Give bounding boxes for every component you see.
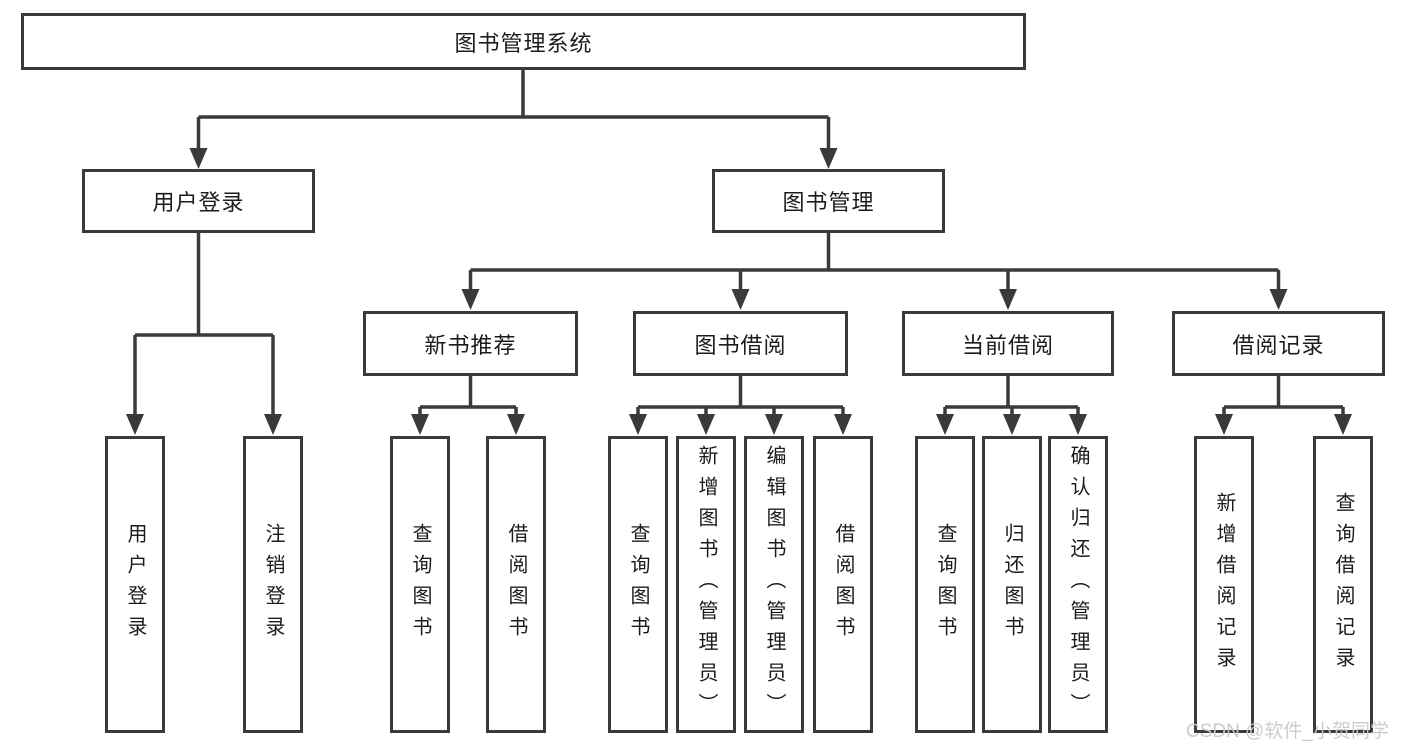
node-label: 编辑图书（管理员）: [763, 445, 785, 724]
node-borrowing-records: 借阅记录: [1172, 311, 1385, 376]
node-label: 借阅记录: [1232, 332, 1325, 358]
connector-user-login-children: [126, 233, 282, 435]
leaf-return-books: 归还图书: [982, 436, 1042, 733]
node-book-borrowing: 图书借阅: [633, 311, 848, 376]
leaf-edit-books-admin: 编辑图书（管理员）: [744, 436, 804, 733]
csdn-watermark: CSDN @软件_小贺同学: [1186, 721, 1389, 742]
node-current-borrowing: 当前借阅: [902, 311, 1114, 376]
connector-root-to-level2: [189, 70, 838, 169]
leaf-borrow-books-recommend: 借阅图书: [486, 436, 546, 733]
node-label: 查询图书: [934, 522, 956, 647]
node-label: 当前借阅: [961, 332, 1054, 358]
leaf-add-books-admin: 新增图书（管理员）: [676, 436, 736, 733]
node-new-book-recommendation: 新书推荐: [363, 311, 578, 376]
connector-new-book-children: [411, 376, 525, 435]
node-label: 图书管理: [782, 190, 875, 215]
connector-current-borrow-children: [936, 376, 1087, 435]
node-label: 注销登录: [262, 522, 284, 647]
node-label: 借阅图书: [505, 522, 527, 647]
node-user-login: 用户登录: [82, 169, 315, 233]
node-label: 用户登录: [124, 522, 146, 647]
leaf-add-borrow-record: 新增借阅记录: [1194, 436, 1254, 733]
node-label: 新书推荐: [424, 332, 517, 358]
node-label: 归还图书: [1001, 522, 1023, 647]
connector-book-management-children: [461, 232, 1288, 310]
leaf-logout-login: 注销登录: [243, 436, 303, 733]
leaf-borrow-books-borrowing: 借阅图书: [813, 436, 873, 733]
leaf-query-borrow-record: 查询借阅记录: [1313, 436, 1373, 733]
node-library-management-system: 图书管理系统: [21, 13, 1026, 70]
node-book-management: 图书管理: [712, 169, 945, 233]
node-label: 借阅图书: [832, 522, 854, 647]
connector-borrow-records-children: [1215, 376, 1352, 435]
node-label: 图书借阅: [694, 332, 787, 358]
leaf-user-login: 用户登录: [105, 436, 165, 733]
node-label: 查询图书: [409, 522, 431, 647]
node-label: 查询借阅记录: [1332, 491, 1354, 678]
leaf-query-books-current: 查询图书: [915, 436, 975, 733]
node-label: 新增借阅记录: [1213, 491, 1235, 678]
node-label: 查询图书: [627, 522, 649, 647]
leaf-query-books-borrowing: 查询图书: [608, 436, 668, 733]
node-label: 用户登录: [152, 190, 245, 215]
node-label: 图书管理系统: [454, 30, 593, 56]
connector-book-borrow-children: [629, 376, 852, 435]
leaf-query-books-recommend: 查询图书: [390, 436, 450, 733]
node-label: 确认归还（管理员）: [1067, 445, 1089, 724]
node-label: 新增图书（管理员）: [695, 445, 717, 724]
leaf-confirm-return-admin: 确认归还（管理员）: [1048, 436, 1108, 733]
